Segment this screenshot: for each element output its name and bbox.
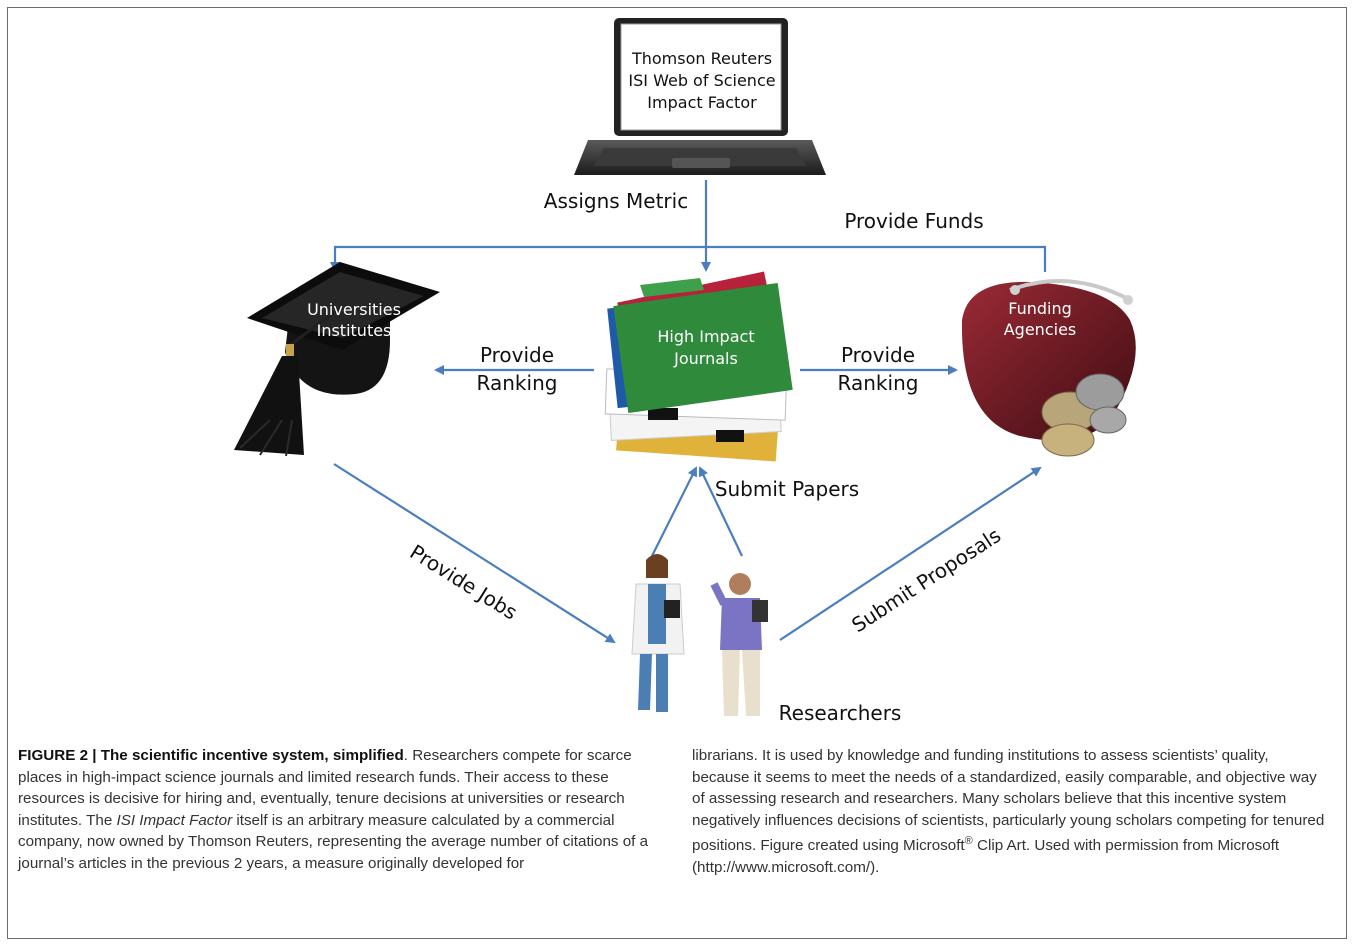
ranking-right-label-1: Provide xyxy=(841,343,915,367)
graduation-cap-icon: Universities Institutes xyxy=(234,262,440,457)
provide-funds-arrow xyxy=(330,245,1047,272)
submit-papers-arrow-right xyxy=(698,466,743,557)
caption-left-text-1: . Researchers compete for scarce places … xyxy=(18,747,632,829)
laptop-line-3: Impact Factor xyxy=(647,93,757,112)
funding-label-2: Agencies xyxy=(1004,320,1077,339)
ranking-left-label-2: Ranking xyxy=(477,371,558,395)
funding-label-1: Funding xyxy=(1008,299,1072,318)
caption-left-italic: ISI Impact Factor xyxy=(116,811,233,829)
ranking-left-label-1: Provide xyxy=(480,343,554,367)
caption-right-column: librarians. It is used by knowledge and … xyxy=(692,745,1326,879)
journals-label-1: High Impact xyxy=(657,327,754,346)
submit-papers-label: Submit Papers xyxy=(715,477,859,501)
journals-stack-icon: High Impact Journals xyxy=(604,271,793,462)
coin-purse-icon: Funding Agencies xyxy=(961,279,1136,457)
universities-label-2: Institutes xyxy=(317,321,392,340)
provide-jobs-label: Provide Jobs xyxy=(406,540,522,625)
laptop-line-1: Thomson Reuters xyxy=(631,49,772,68)
laptop-icon: Thomson Reuters ISI Web of Science Impac… xyxy=(574,18,826,175)
caption-right-text-1: librarians. It is used by knowledge and … xyxy=(692,747,1325,855)
caption-left-text-2: itself is an arbitrary measure calculate… xyxy=(18,811,649,872)
researchers-icon xyxy=(631,554,768,716)
incentive-diagram: Thomson Reuters ISI Web of Science Impac… xyxy=(234,18,1136,725)
laptop-line-2: ISI Web of Science xyxy=(628,71,775,90)
journals-label-2: Journals xyxy=(673,349,738,368)
ranking-right-label-2: Ranking xyxy=(838,371,919,395)
figure-frame xyxy=(7,7,1347,939)
figure-title: FIGURE 2 | The scientific incentive syst… xyxy=(18,747,404,764)
caption-right-text-2: Clip Art. Used with permission from Micr… xyxy=(692,837,1280,877)
provide-funds-label: Provide Funds xyxy=(844,209,983,233)
universities-label-1: Universities xyxy=(307,300,401,319)
provide-jobs-arrow xyxy=(333,463,616,644)
caption-left-column: FIGURE 2 | The scientific incentive syst… xyxy=(18,745,652,875)
assigns-metric-label: Assigns Metric xyxy=(544,189,688,213)
arrows xyxy=(330,180,1047,644)
registered-mark: ® xyxy=(964,835,973,848)
submit-proposals-arrow xyxy=(779,466,1042,641)
submit-papers-arrow-left xyxy=(651,466,697,557)
researchers-label: Researchers xyxy=(779,701,902,725)
